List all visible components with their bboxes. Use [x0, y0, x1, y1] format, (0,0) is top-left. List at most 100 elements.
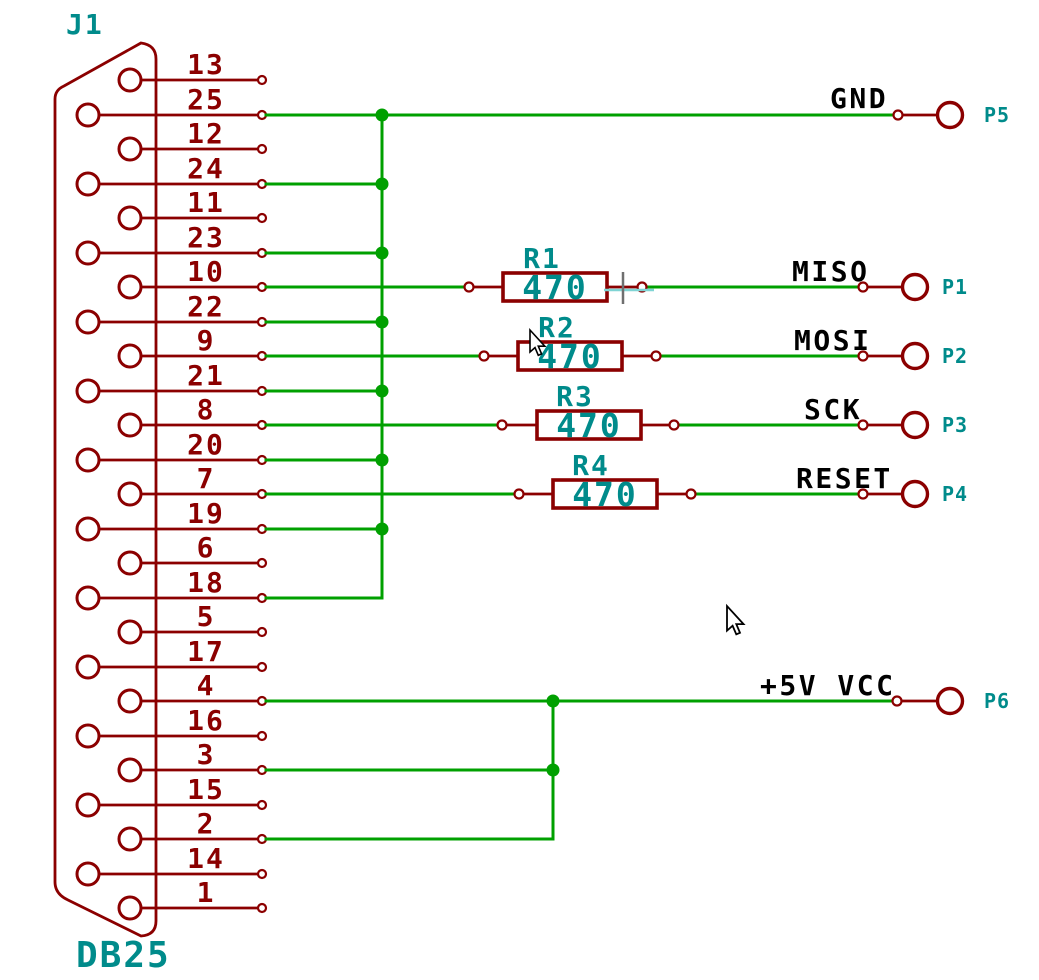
- connector-pin-circle: [117, 688, 143, 714]
- connector-pin-circle: [117, 274, 143, 300]
- resistor-value[interactable]: 470: [572, 475, 638, 514]
- connector-pin-circle: [75, 585, 101, 611]
- vcc-bus-wires[interactable]: [546, 694, 560, 841]
- terminal-circle: [513, 488, 525, 500]
- connector-pin-row[interactable]: 25: [75, 83, 900, 128]
- resistor-body[interactable]: [501, 271, 609, 303]
- connector-pin-row[interactable]: 18: [75, 566, 384, 611]
- connector-pin-row[interactable]: 4: [117, 669, 899, 714]
- terminal-circle: [256, 730, 268, 742]
- connector-pin-row[interactable]: 6: [117, 531, 268, 576]
- net-label-gnd[interactable]: GND: [830, 82, 888, 115]
- resistor-r2[interactable]: R2 470: [478, 311, 662, 376]
- connector-pin-row[interactable]: 23: [75, 221, 384, 266]
- connector-pin-row[interactable]: 24: [75, 152, 384, 197]
- connector-pin-row[interactable]: 16: [75, 704, 268, 749]
- connector-pin-row[interactable]: 20: [75, 428, 384, 473]
- connector-pin-row[interactable]: 15: [75, 773, 268, 818]
- resistor-r1[interactable]: R1 470: [463, 242, 648, 307]
- net-label-mosi[interactable]: MOSI: [794, 324, 871, 357]
- resistor-body[interactable]: [535, 409, 643, 441]
- connector-pin-row[interactable]: 7: [117, 462, 860, 507]
- port-label[interactable]: P4: [942, 482, 968, 506]
- port-label[interactable]: P2: [942, 344, 968, 368]
- connector-reference[interactable]: J1: [66, 8, 104, 41]
- connector-pin-row[interactable]: 1: [117, 876, 268, 921]
- port-label[interactable]: P5: [984, 103, 1010, 127]
- terminal-circle: [668, 419, 680, 431]
- connector-pin-row[interactable]: 14: [75, 842, 268, 887]
- pin-number: 2: [197, 807, 216, 840]
- resistor-r4[interactable]: R4 470: [513, 449, 697, 514]
- port-label[interactable]: P3: [942, 413, 968, 437]
- connector-body[interactable]: [53, 41, 158, 938]
- connector-pin-circle: [117, 412, 143, 438]
- connector-pin-row[interactable]: 10: [117, 255, 860, 300]
- connector-pin-row[interactable]: 9: [117, 324, 860, 369]
- net-label-sck[interactable]: SCK: [804, 393, 862, 426]
- resistor-reference[interactable]: R1: [523, 242, 561, 275]
- resistor-reference[interactable]: R4: [572, 449, 610, 482]
- net-label-vcc[interactable]: +5V VCC: [760, 669, 896, 702]
- pin-number: 24: [187, 152, 225, 185]
- port-pad[interactable]: [935, 686, 965, 716]
- connector-pin-row[interactable]: 3: [117, 738, 555, 783]
- terminal-circle: [256, 212, 268, 224]
- connector-pin-rows[interactable]: 1325122411231022921820719618517416315214…: [75, 48, 900, 921]
- resistor-value[interactable]: 470: [522, 268, 588, 307]
- junction-dot: [375, 453, 389, 467]
- net-label-reset[interactable]: RESET: [796, 462, 893, 495]
- connector-pin-row[interactable]: 19: [75, 497, 384, 542]
- connector-pin-row[interactable]: 22: [75, 290, 384, 335]
- port-pad[interactable]: [900, 410, 930, 440]
- connector-pin-row[interactable]: 2: [117, 807, 555, 852]
- mouse-cursor: [726, 603, 746, 636]
- connector-pin-row[interactable]: 5: [117, 600, 268, 645]
- connector-pin-row[interactable]: 13: [117, 48, 268, 93]
- port-pad[interactable]: [935, 100, 965, 130]
- connector-pin-row[interactable]: 11: [117, 186, 268, 231]
- port-label[interactable]: P1: [942, 275, 968, 299]
- connector-pin-row[interactable]: 17: [75, 635, 268, 680]
- connector-name[interactable]: DB25: [76, 935, 171, 976]
- pin-number: 20: [187, 428, 225, 461]
- net-label-miso[interactable]: MISO: [792, 255, 869, 288]
- connector-j1[interactable]: J1 DB25 13251224112310229218207196185174…: [53, 8, 900, 976]
- port-pad[interactable]: [900, 479, 930, 509]
- resistor-body[interactable]: [551, 478, 659, 510]
- gnd-bus-wires[interactable]: [375, 108, 389, 600]
- pin-number: 10: [187, 255, 225, 288]
- port-label[interactable]: P6: [984, 689, 1010, 713]
- connector-pin-circle: [117, 205, 143, 231]
- port-p2[interactable]: P2: [857, 341, 969, 371]
- resistor-reference[interactable]: R3: [556, 380, 594, 413]
- resistor-r3[interactable]: R3 470: [496, 380, 680, 445]
- connector-pin-row[interactable]: 8: [117, 393, 860, 438]
- port-p4[interactable]: P4: [857, 479, 969, 509]
- connector-pin-circle: [75, 171, 101, 197]
- resistor-value[interactable]: 470: [556, 406, 622, 445]
- terminal-circle: [256, 557, 268, 569]
- port-pad[interactable]: [900, 341, 930, 371]
- resistor-reference[interactable]: R2: [538, 311, 576, 344]
- pin-number: 19: [187, 497, 225, 530]
- resistor-value[interactable]: 470: [537, 337, 603, 376]
- terminal-circle: [256, 799, 268, 811]
- pin-number: 13: [187, 48, 225, 81]
- pin-number: 21: [187, 359, 225, 392]
- connector-pin-circle: [117, 481, 143, 507]
- pin-number: 16: [187, 704, 225, 737]
- port-pad[interactable]: [900, 272, 930, 302]
- junction-dot: [546, 763, 560, 777]
- port-p6[interactable]: P6: [891, 686, 1011, 716]
- junction-dot: [375, 522, 389, 536]
- connector-pin-circle: [75, 792, 101, 818]
- port-p3[interactable]: P3: [857, 410, 969, 440]
- connector-pin-row[interactable]: 12: [117, 117, 268, 162]
- port-p5[interactable]: P5: [892, 100, 1011, 130]
- connector-pin-circle: [75, 309, 101, 335]
- connector-pin-row[interactable]: 21: [75, 359, 384, 404]
- port-p1[interactable]: P1: [857, 272, 969, 302]
